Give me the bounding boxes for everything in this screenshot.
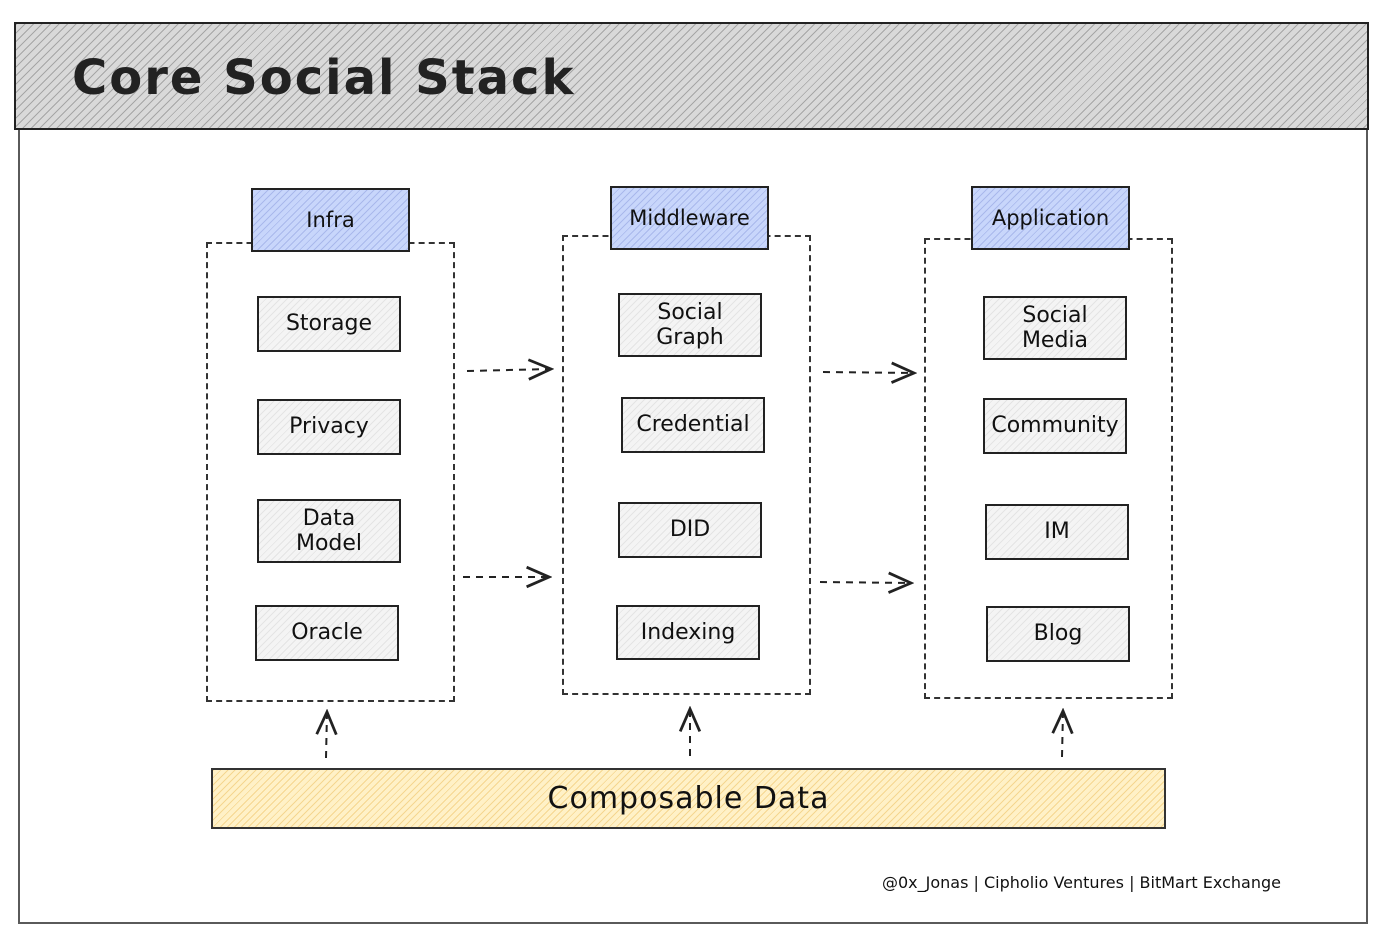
infra-label-text: Infra — [306, 208, 355, 232]
infra-item-data-model: Data Model — [257, 499, 401, 563]
application-item-blog: Blog — [986, 606, 1130, 662]
item-label: Privacy — [289, 414, 369, 440]
application-label-text: Application — [991, 206, 1110, 230]
credit-line: @0x_Jonas | Cipholio Ventures | BitMart … — [882, 873, 1281, 892]
item-label: Social Graph — [656, 299, 724, 350]
item-label: Oracle — [291, 620, 363, 646]
item-label: Data Model — [295, 505, 363, 556]
item-label: Storage — [285, 311, 373, 337]
middleware-item-social-graph: Social Graph — [618, 293, 762, 357]
composable-data-label: Composable Data — [547, 781, 830, 816]
item-label: Credential — [636, 412, 750, 438]
middleware-label: Middleware — [610, 186, 769, 250]
application-item-social-media: Social Media — [983, 296, 1127, 360]
infra-item-oracle: Oracle — [255, 605, 399, 661]
item-label: Social Media — [1021, 302, 1089, 353]
infra-label: Infra — [251, 188, 410, 252]
item-label: Blog — [1033, 621, 1083, 647]
middleware-item-did: DID — [618, 502, 762, 558]
header-band: Core Social Stack — [14, 22, 1369, 130]
middleware-item-credential: Credential — [621, 397, 765, 453]
application-item-community: Community — [983, 398, 1127, 454]
infra-item-privacy: Privacy — [257, 399, 401, 455]
diagram-title: Core Social Stack — [72, 50, 576, 106]
application-item-im: IM — [985, 504, 1129, 560]
item-label: DID — [669, 517, 711, 543]
application-label: Application — [971, 186, 1130, 250]
middleware-label-text: Middleware — [629, 206, 750, 230]
item-label: Community — [991, 413, 1119, 439]
infra-item-storage: Storage — [257, 296, 401, 352]
item-label: Indexing — [640, 619, 736, 645]
composable-data-bar: Composable Data — [211, 768, 1166, 829]
item-label: IM — [1044, 519, 1070, 545]
middleware-item-indexing: Indexing — [616, 605, 760, 660]
